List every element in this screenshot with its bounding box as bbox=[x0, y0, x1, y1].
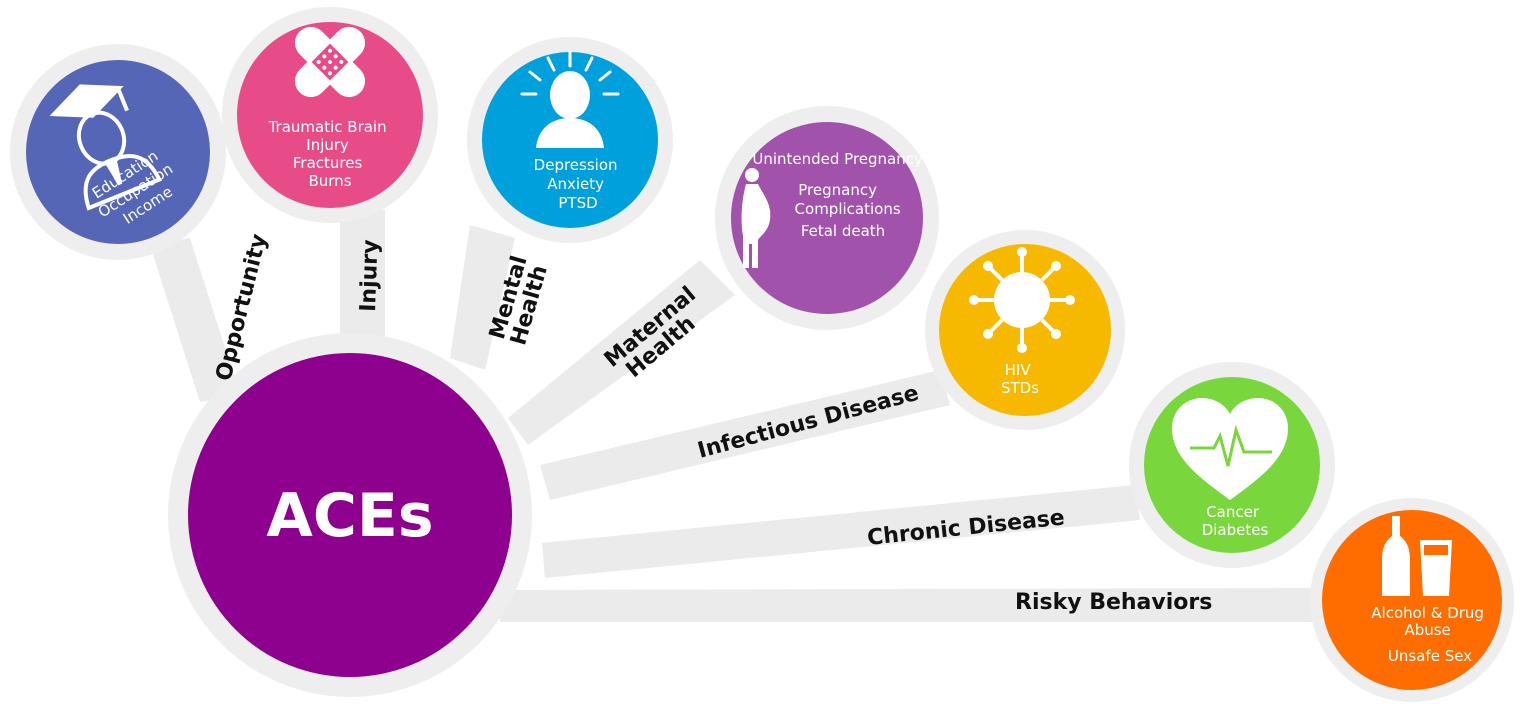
bar-infectious-disease bbox=[540, 370, 950, 500]
pregnant-woman-icon bbox=[741, 168, 771, 268]
bar-injury bbox=[340, 210, 385, 345]
node-line: Unintended Pregnancy bbox=[752, 150, 923, 168]
node-text: Cancer Diabetes bbox=[1202, 503, 1269, 539]
bandage-icon bbox=[294, 26, 366, 98]
node-text: Depression Anxiety PTSD bbox=[534, 156, 623, 212]
node-line: STDs bbox=[1001, 379, 1039, 397]
bottle-glass-icon bbox=[1382, 516, 1452, 596]
virus-icon bbox=[969, 247, 1075, 353]
node-circle bbox=[731, 122, 923, 314]
graduate-icon bbox=[49, 84, 162, 211]
node-line: Complications bbox=[795, 200, 901, 218]
node-opportunity: Education Occupation Income bbox=[10, 44, 226, 260]
node-line: PTSD bbox=[558, 194, 597, 212]
node-circle bbox=[1322, 510, 1502, 690]
node-line: Anxiety bbox=[547, 175, 604, 193]
node-line: Pregnancy bbox=[798, 181, 877, 199]
bar-mental-health bbox=[450, 225, 515, 370]
node-mental-health: Depression Anxiety PTSD bbox=[467, 37, 673, 243]
bar-risky-behaviors bbox=[500, 588, 1320, 622]
node-maternal-health: Unintended Pregnancy Pregnancy Complicat… bbox=[715, 106, 939, 330]
bar-maternal-health bbox=[508, 260, 735, 445]
node-text: HIV STDs bbox=[1001, 361, 1039, 397]
node-circle bbox=[237, 22, 423, 208]
node-line: Unsafe Sex bbox=[1388, 647, 1472, 665]
connector-bars bbox=[150, 210, 1320, 622]
center-circle bbox=[188, 353, 512, 677]
node-injury: Traumatic Brain Injury Fractures Burns bbox=[222, 7, 438, 223]
node-line: Injury bbox=[306, 136, 349, 154]
node-text: Unintended Pregnancy Pregnancy Complicat… bbox=[752, 150, 927, 240]
node-line: Traumatic Brain bbox=[268, 118, 387, 136]
bar-opportunity bbox=[150, 238, 240, 402]
branch-label-risky-behaviors: Risky Behaviors bbox=[1015, 590, 1212, 615]
node-line: Diabetes bbox=[1202, 521, 1269, 539]
node-circle bbox=[939, 244, 1111, 416]
node-line: Cancer bbox=[1206, 503, 1260, 521]
node-line: Burns bbox=[308, 172, 351, 190]
node-line: HIV bbox=[1005, 361, 1032, 379]
center-label: ACEs bbox=[266, 481, 433, 551]
node-text: Traumatic Brain Injury Fractures Burns bbox=[268, 118, 392, 190]
node-line: Abuse bbox=[1404, 621, 1450, 639]
node-chronic-disease: Cancer Diabetes bbox=[1129, 362, 1335, 568]
node-line: Depression bbox=[534, 156, 618, 174]
bar-chronic-disease bbox=[542, 485, 1140, 578]
person-head-icon bbox=[520, 50, 620, 148]
node-line: Alcohol & Drug bbox=[1371, 604, 1484, 622]
branch-label-injury: Injury bbox=[356, 239, 384, 312]
heart-pulse-icon bbox=[1172, 398, 1288, 500]
node-text: Alcohol & Drug Abuse Unsafe Sex bbox=[1371, 604, 1488, 665]
node-line: Fetal death bbox=[801, 222, 885, 240]
node-infectious-disease: HIV STDs bbox=[925, 230, 1125, 430]
node-line: Fractures bbox=[293, 154, 363, 172]
center-node: ACEs bbox=[168, 333, 532, 697]
node-risky-behaviors: Alcohol & Drug Abuse Unsafe Sex bbox=[1310, 498, 1514, 702]
